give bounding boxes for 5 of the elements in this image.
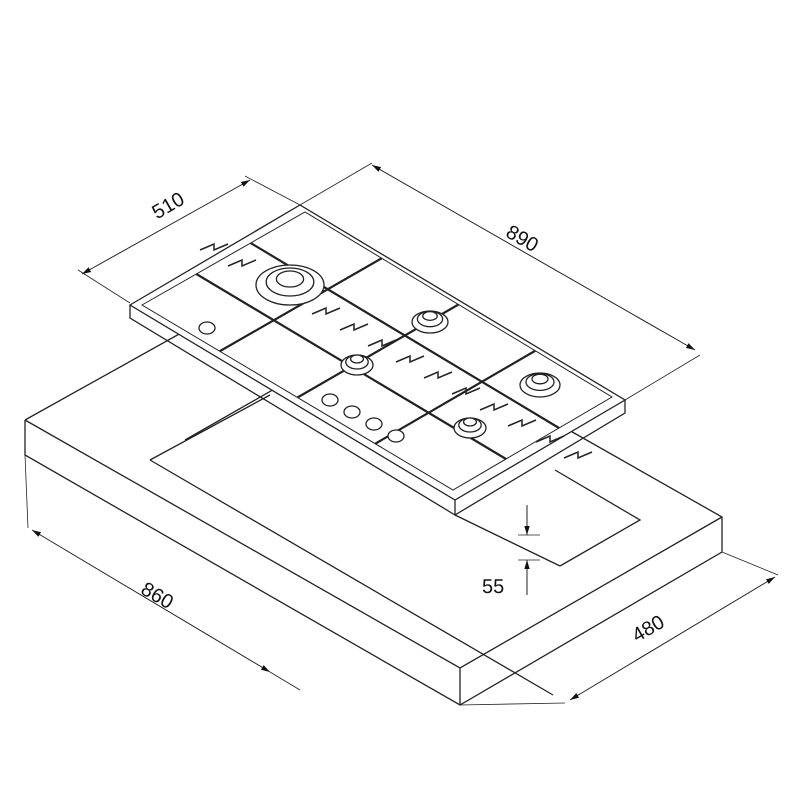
dimension-label: 480 xyxy=(628,611,669,648)
dimension-label: 860 xyxy=(136,578,177,615)
dimension-label: 55 xyxy=(482,576,504,599)
dimension-label: 510 xyxy=(148,188,189,225)
dimension-label: 890 xyxy=(501,221,542,258)
